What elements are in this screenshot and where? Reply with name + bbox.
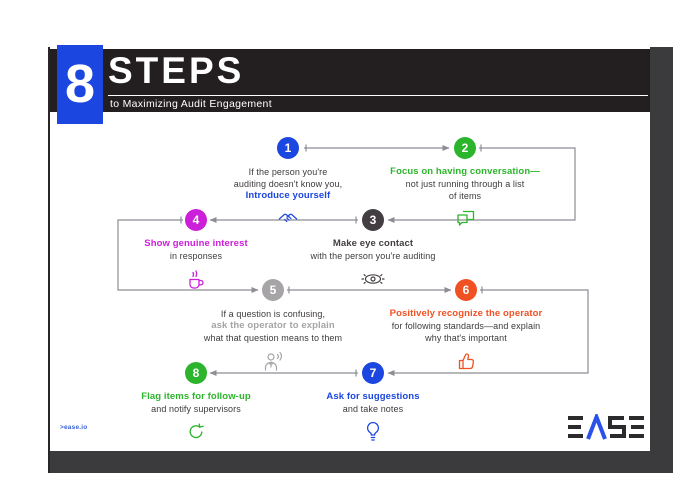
step-5: 5 If a question is confusing, ask the op… — [168, 279, 378, 372]
step-5-text: If a question is confusing, ask the oper… — [203, 309, 343, 343]
page-left-border — [48, 47, 50, 473]
step-3-text: Make eye contact with the person you're … — [310, 238, 436, 261]
step-4-number-badge: 4 — [185, 209, 207, 231]
step-1-text: If the person you're auditing doesn't kn… — [233, 167, 343, 201]
page-right-band — [650, 47, 673, 473]
step-7-number-badge: 7 — [362, 362, 384, 384]
eye-icon — [361, 268, 385, 290]
coffee-cup-icon — [186, 268, 206, 290]
step-8-number-badge: 8 — [185, 362, 207, 384]
step-6: 6 Positively recognize the operator for … — [361, 279, 571, 372]
step-6-text: Positively recognize the operator for fo… — [389, 308, 543, 343]
operator-speaking-icon — [262, 350, 284, 372]
step-8-text: Flag items for follow-up and notify supe… — [141, 391, 251, 414]
step-3: 3 Make eye contact with the person you'r… — [268, 209, 478, 290]
page-title: STEPS — [108, 50, 245, 91]
ease-logo: EASE — [566, 411, 646, 446]
step-5-number-badge: 5 — [262, 279, 284, 301]
step-4: 4 Show genuine interest in responses — [91, 209, 301, 290]
big-number-badge: 8 — [57, 45, 103, 124]
handshake-icon — [277, 208, 299, 230]
ease-website-link[interactable]: >ease.io — [60, 424, 88, 431]
header-divider — [108, 95, 648, 96]
step-3-number-badge: 3 — [362, 209, 384, 231]
big-number: 8 — [64, 53, 96, 114]
lightbulb-icon — [365, 421, 381, 443]
step-1: 1 If the person you're auditing doesn't … — [183, 137, 393, 230]
step-2: 2 Focus on having conversation— not just… — [360, 137, 570, 230]
refresh-icon — [186, 421, 206, 443]
step-4-text: Show genuine interest in responses — [144, 238, 248, 261]
thumbs-up-icon — [456, 350, 476, 372]
page-footer-band — [50, 451, 673, 473]
step-7: 7 Ask for suggestions and take notes — [268, 362, 478, 443]
step-8: 8 Flag items for follow-up and notify su… — [91, 362, 301, 443]
step-7-text: Ask for suggestions and take notes — [326, 391, 420, 414]
step-6-number-badge: 6 — [455, 279, 477, 301]
chat-bubbles-icon — [455, 208, 475, 230]
page-subtitle: to Maximizing Audit Engagement — [110, 98, 272, 110]
step-2-number-badge: 2 — [454, 137, 476, 159]
header-bar: STEPS to Maximizing Audit Engagement — [50, 49, 650, 112]
step-1-number-badge: 1 — [277, 137, 299, 159]
step-2-text: Focus on having conversation— not just r… — [390, 166, 540, 201]
